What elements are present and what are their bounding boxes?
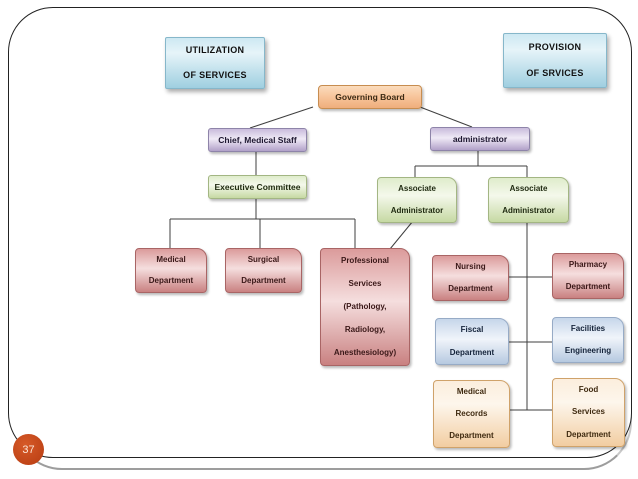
node-associate-administrator-1: Associate Administrator (377, 177, 457, 223)
node-label: Surgical (247, 254, 280, 264)
label-line: PROVISION (528, 41, 582, 52)
label-line: OF SERVICES (183, 70, 247, 80)
node-executive-committee: Executive Committee (208, 175, 307, 199)
node-label: Engineering (564, 346, 612, 355)
node-governing-board: Governing Board (318, 85, 422, 109)
node-food-services-department: Food Services Department (552, 378, 625, 447)
node-nursing-department: Nursing Department (432, 255, 509, 301)
node-label: Fiscal (460, 325, 484, 335)
node-surgical-department: Surgical Department (225, 248, 302, 293)
label-utilization-of-services: UTILIZATION OF SERVICES (165, 37, 265, 89)
node-label: Radiology, (344, 325, 386, 335)
node-label: Pharmacy (568, 260, 608, 269)
node-administrator: administrator (430, 127, 530, 151)
node-label: Records (455, 409, 488, 418)
node-associate-administrator-2: Associate Administrator (488, 177, 569, 223)
node-label: Department (449, 431, 494, 440)
node-label: Department (448, 284, 493, 293)
node-pharmacy-department: Pharmacy Department (552, 253, 624, 299)
node-label: Department (148, 276, 194, 286)
node-label: Associate (398, 184, 436, 193)
node-label: Department (565, 282, 611, 291)
node-label: Administrator (390, 206, 444, 215)
page-number-badge: 37 (13, 434, 44, 465)
node-label: Services (572, 407, 605, 417)
node-label: Department (449, 347, 495, 357)
node-label: Medical (156, 254, 186, 264)
node-chief-medical-staff: Chief, Medical Staff (208, 128, 307, 152)
node-label: Chief, Medical Staff (218, 134, 297, 145)
node-label: Governing Board (335, 91, 405, 102)
node-label: Services (348, 278, 382, 288)
node-label: Executive Committee (214, 181, 301, 192)
node-label: Professional (340, 255, 389, 265)
node-label: Facilities (570, 324, 606, 333)
node-label: Medical (456, 387, 487, 396)
node-fiscal-department: Fiscal Department (435, 318, 509, 365)
node-label: Anesthesiology) (333, 348, 397, 358)
node-label: Administrator (502, 206, 555, 215)
node-medical-records-department: Medical Records Department (433, 380, 510, 448)
node-label: Associate (509, 184, 548, 193)
label-line: UTILIZATION (185, 45, 245, 55)
node-label: Department (241, 276, 286, 286)
label-provision-of-services: PROVISION OF SRVICES (503, 33, 607, 88)
node-label: Food (578, 385, 599, 395)
node-medical-department: Medical Department (135, 248, 207, 293)
node-label: Department (566, 429, 611, 439)
node-label: (Pathology, (343, 301, 387, 311)
node-facilities-engineering: Facilities Engineering (552, 317, 624, 363)
node-label: Nursing (455, 262, 486, 271)
node-professional-services: Professional Services (Pathology, Radiol… (320, 248, 410, 366)
node-label: administrator (452, 133, 508, 144)
label-line: OF SRVICES (526, 68, 584, 79)
